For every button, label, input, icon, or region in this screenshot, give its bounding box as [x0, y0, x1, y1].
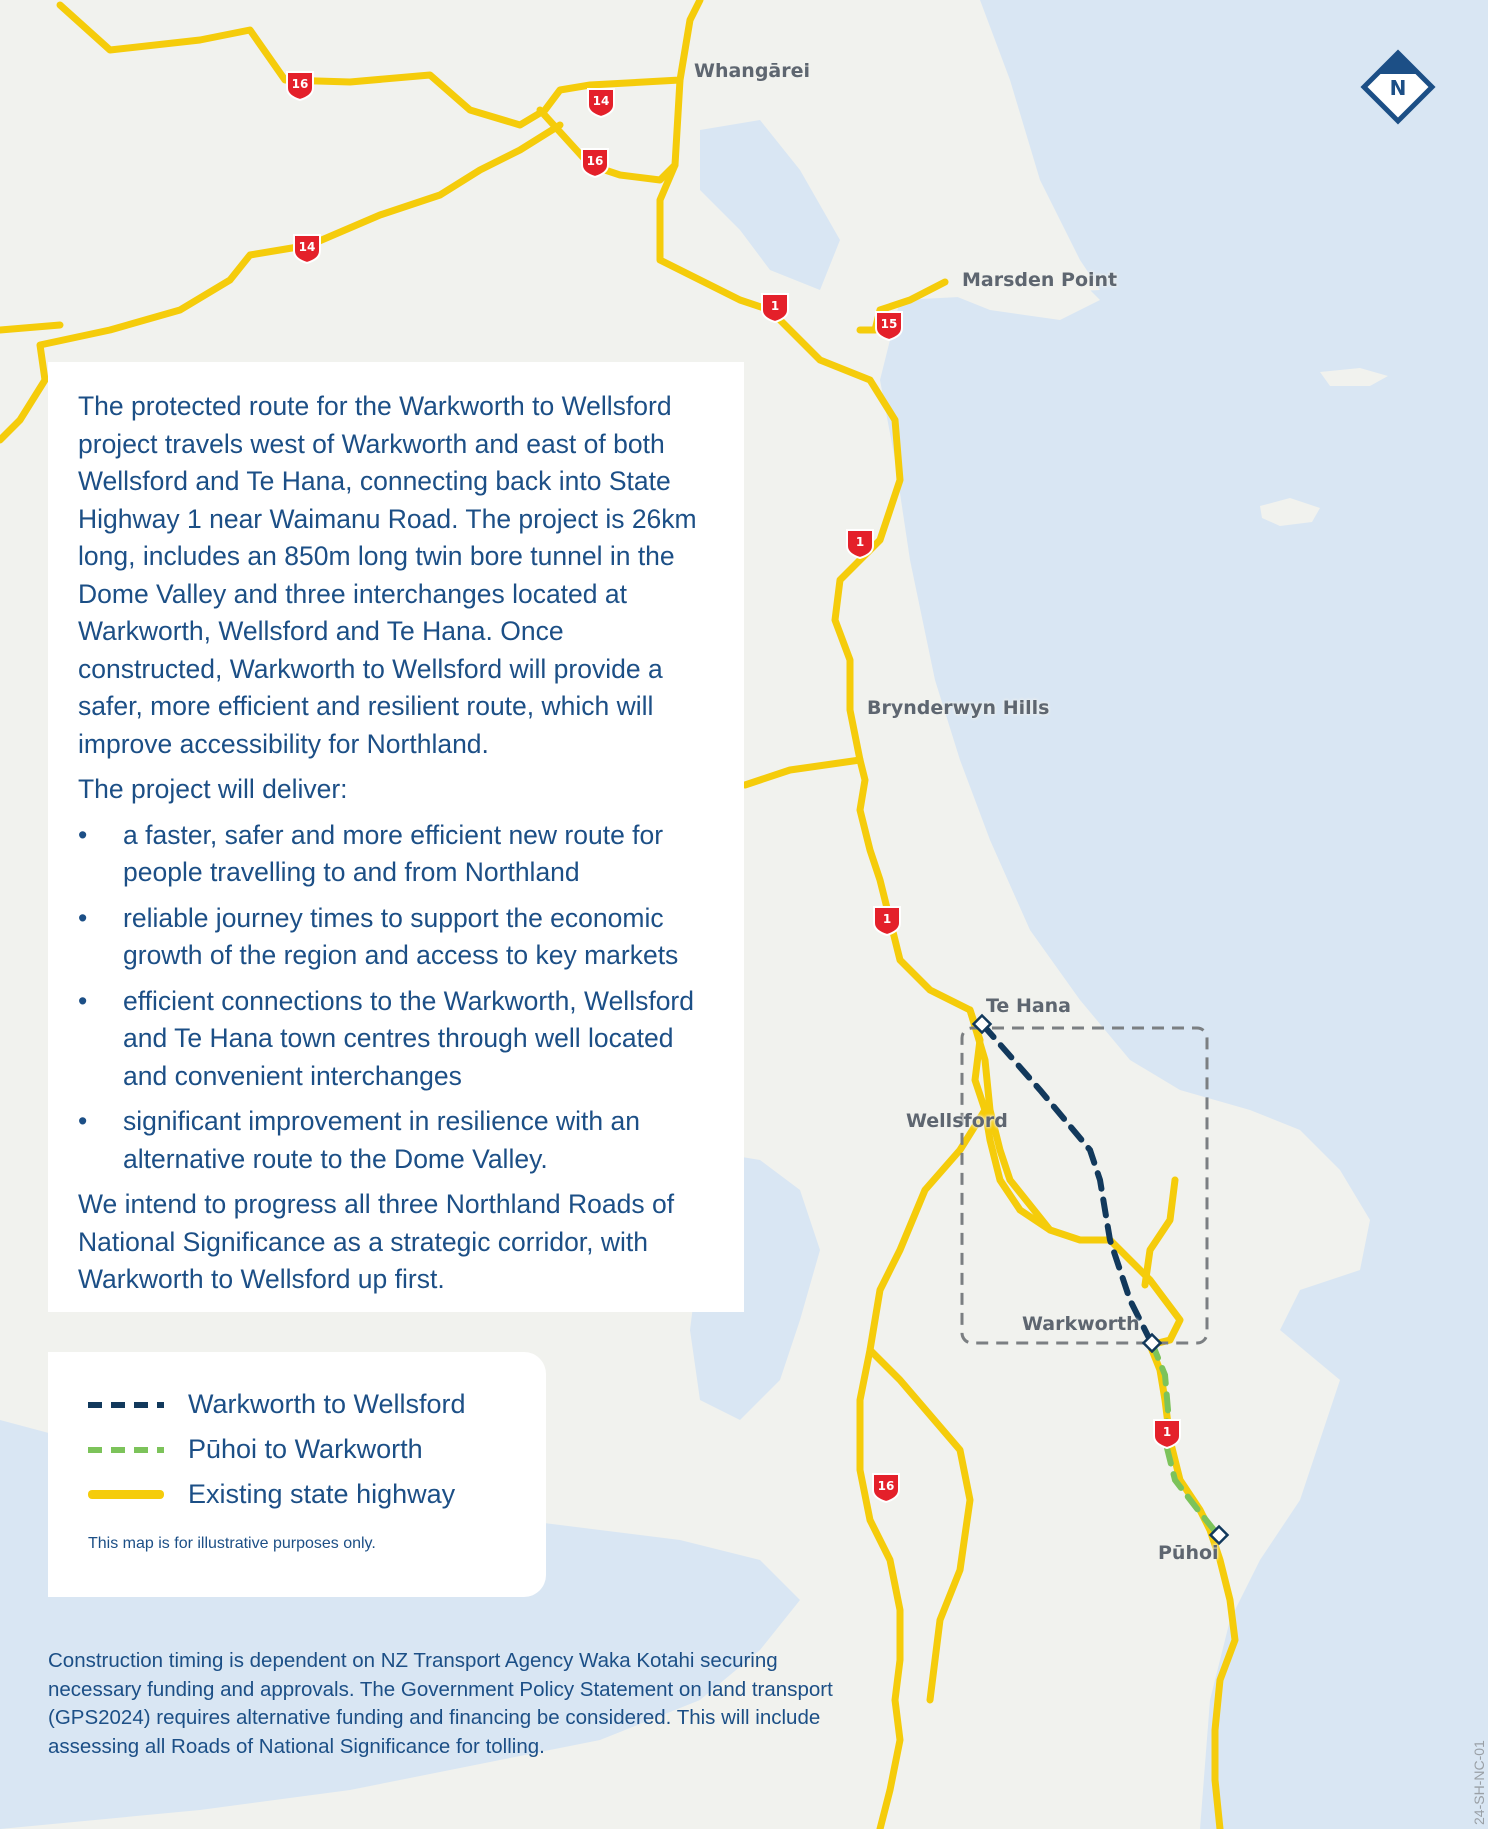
interchange-puhoi	[1208, 1524, 1230, 1546]
svg-text:16: 16	[292, 77, 309, 91]
sh-f	[856, 278, 949, 334]
legend-swatch-dashed-green	[88, 1446, 164, 1453]
info-bullet: significant improvement in resilience wi…	[78, 1103, 714, 1178]
route-warkworth-to-wellsford	[980, 1022, 1153, 1343]
info-intro: The protected route for the Warkworth to…	[78, 391, 697, 759]
shield-sh15: 15	[875, 311, 903, 342]
study-area-box	[960, 1026, 1209, 1345]
shield-sh1-c: 1	[873, 906, 901, 937]
svg-text:1: 1	[771, 299, 779, 313]
map-legend: Warkworth to Wellsford Pūhoi to Warkwort…	[48, 1352, 546, 1597]
state-highways	[0, 0, 1239, 1829]
svg-text:16: 16	[878, 1479, 895, 1493]
shield-sh14-a: 14	[587, 88, 615, 119]
highway-shields: 16 14 16 14 1 15 1 1	[286, 71, 1181, 1504]
legend-item-warkworth-to-wellsford: Warkworth to Wellsford	[88, 1382, 546, 1427]
svg-text:15: 15	[881, 317, 898, 331]
place-brynderwyn-hills: Brynderwyn Hills	[867, 697, 1050, 719]
info-bullet: efficient connections to the Warkworth, …	[78, 983, 714, 1096]
sh-h	[966, 1006, 1239, 1829]
sh-a	[56, 0, 704, 129]
legend-swatch-dashed-navy	[88, 1401, 164, 1408]
sh-l	[866, 1346, 974, 1704]
map-island-2	[1320, 368, 1388, 386]
svg-text:N: N	[1390, 76, 1407, 100]
shield-sh1-b: 1	[846, 529, 874, 560]
sh-g	[741, 756, 864, 789]
map-island-1	[1260, 498, 1320, 526]
interchange-te-hana	[971, 1013, 993, 1035]
legend-label: Pūhoi to Warkworth	[188, 1434, 423, 1464]
place-puhoi: Pūhoi	[1158, 1542, 1219, 1564]
svg-text:14: 14	[593, 94, 610, 108]
sh-c	[0, 121, 564, 444]
legend-label: Warkworth to Wellsford	[188, 1389, 466, 1419]
legend-label: Existing state highway	[188, 1479, 456, 1509]
legend-item-puhoi-to-warkworth: Pūhoi to Warkworth	[88, 1427, 546, 1472]
sh-d	[0, 321, 64, 334]
place-wellsford: Wellsford	[906, 1110, 1008, 1132]
legend-item-existing-state-highway: Existing state highway	[88, 1472, 546, 1517]
interchange-warkworth	[1141, 1332, 1163, 1354]
sh-e	[656, 161, 974, 1014]
shield-sh16-a: 16	[286, 71, 314, 102]
info-closing: We intend to progress all three Northlan…	[78, 1189, 675, 1294]
shield-sh16-b: 16	[581, 148, 609, 179]
svg-text:1: 1	[1163, 1425, 1171, 1439]
info-deliver-heading: The project will deliver:	[78, 774, 348, 804]
legend-swatch-solid-yellow	[88, 1490, 164, 1499]
legend-disclaimer: This map is for illustrative purposes on…	[88, 1535, 376, 1552]
shield-sh16-c: 16	[872, 1473, 900, 1504]
shield-sh1-a: 1	[761, 293, 789, 324]
north-arrow-icon: N	[1360, 49, 1436, 125]
shield-sh1-d: 1	[1153, 1419, 1181, 1450]
map-harbour-north	[700, 120, 840, 290]
info-bullet: a faster, safer and more efficient new r…	[78, 817, 714, 892]
info-bullet: reliable journey times to support the ec…	[78, 900, 714, 975]
sh-k	[856, 1106, 989, 1829]
map-peninsula	[930, 220, 1100, 320]
place-warkworth: Warkworth	[1022, 1313, 1140, 1335]
svg-text:1: 1	[856, 535, 864, 549]
interchanges	[971, 1013, 1230, 1546]
document-code: 24-SH-NC-01	[1471, 1740, 1487, 1825]
sh-i	[966, 1006, 1054, 1234]
info-panel: The protected route for the Warkworth to…	[48, 362, 744, 1312]
place-te-hana: Te Hana	[986, 995, 1072, 1017]
shield-sh14-b: 14	[293, 234, 321, 265]
footer-note: Construction timing is dependent on NZ T…	[48, 1649, 833, 1758]
sh-j	[1141, 1176, 1179, 1289]
info-bullets: a faster, safer and more efficient new r…	[78, 817, 714, 1179]
place-marsden-point: Marsden Point	[962, 269, 1118, 291]
svg-text:14: 14	[299, 240, 316, 254]
svg-text:16: 16	[587, 154, 604, 168]
place-whangarei: Whangārei	[694, 60, 811, 82]
svg-text:1: 1	[883, 912, 891, 926]
